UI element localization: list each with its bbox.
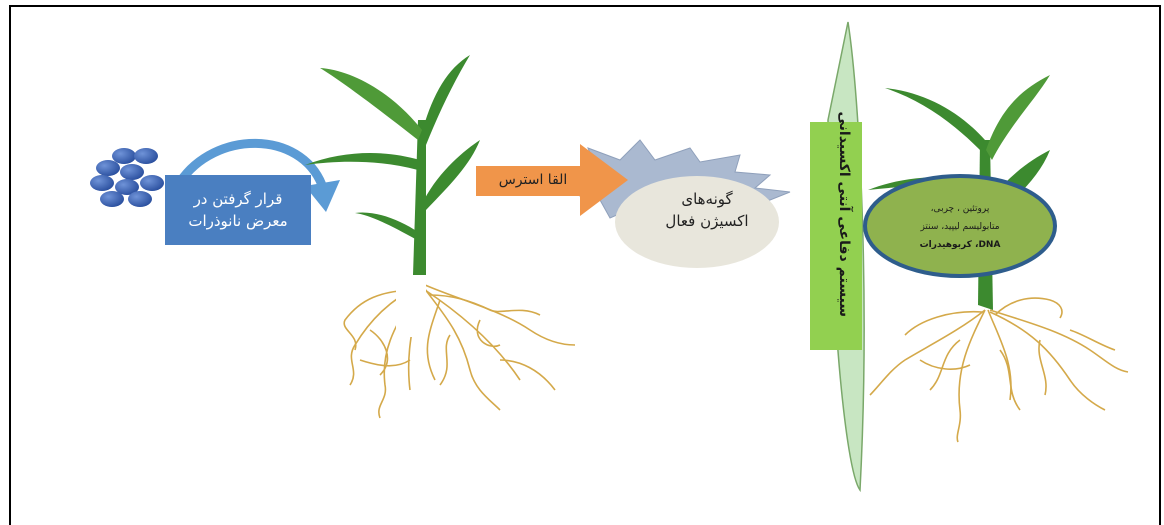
defense-bar: [810, 122, 862, 350]
targets-label: پروتئین ، چربی، متابولیسم لیپید، سنتز DN…: [880, 200, 1040, 254]
nano-exposure-line2: معرض نانوذرات: [188, 212, 288, 230]
diagram-frame: [9, 5, 1161, 525]
antioxidant-defense-label: سیستم دفاعی آنتی اکسیدانی: [836, 111, 852, 317]
plant-left: [305, 55, 576, 419]
nanoparticle-cluster: [90, 148, 164, 207]
ros-cloud: [615, 176, 779, 268]
ros-label: گونه‌های اکسیژن فعال: [622, 188, 792, 232]
targets-line2: متابولیسم لیپید، سنتز: [920, 222, 1000, 232]
diagram-canvas: [90, 21, 1129, 493]
targets-line1: پروتئین ، چربی،: [930, 204, 990, 214]
targets-line3: DNA، کربوهیدرات: [919, 240, 1001, 250]
ros-label-line1: گونه‌های: [681, 190, 733, 208]
ros-label-line2: اکسیژن فعال: [665, 212, 749, 230]
nano-exposure-line1: قرار گرفتن در: [193, 190, 283, 208]
stress-induction-label: القا استرس: [498, 172, 568, 188]
nano-exposure-box: قرار گرفتن در معرض نانوذرات: [165, 175, 311, 245]
stress-arrow: [476, 144, 628, 216]
exposure-arrow: [176, 138, 340, 212]
targets-ellipse: [863, 174, 1057, 278]
